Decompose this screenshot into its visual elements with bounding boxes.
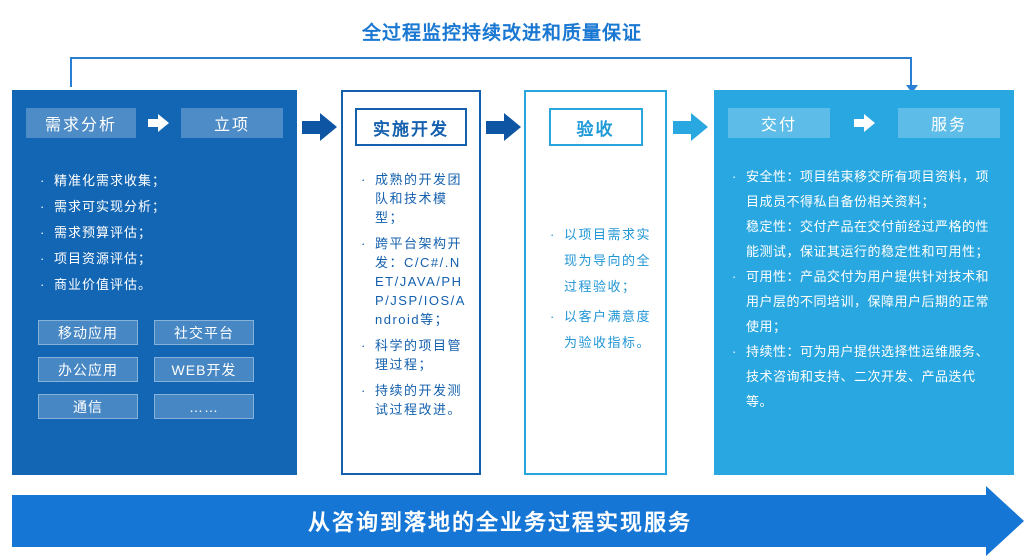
bullet-text: 项目资源评估；	[54, 251, 153, 266]
bullet-dot: ·	[732, 169, 737, 184]
bullet-text: 成熟的开发团队和技术模型；	[375, 172, 463, 225]
application-tag-grid: 移动应用 社交平台 办公应用 WEB开发 通信 ……	[38, 320, 297, 419]
list-item: · 需求预算评估；	[40, 220, 279, 246]
list-item: · 安全性：项目结束移交所有项目资料，项目成员不得私自备份相关资料；	[732, 164, 1000, 214]
delivery-header-row: 交付 服务	[714, 90, 1014, 138]
banner-arrowhead-icon	[986, 486, 1024, 556]
tag-mobile-app: 移动应用	[38, 320, 138, 345]
bracket-down-arrow-icon	[906, 85, 918, 93]
bullet-text: 需求预算评估；	[54, 225, 153, 240]
bullet-text: 跨平台架构开发：C/C#/.NET/JAVA/PHP/JSP/IOS/Andro…	[375, 236, 466, 327]
right-arrow-icon	[148, 114, 169, 132]
bullet-dot	[732, 214, 746, 264]
bullet-text: 需求可实现分析；	[54, 199, 167, 214]
list-item: 稳定性：交付产品在交付前经过严格的性能测试，保证其运行的稳定性和可用性；	[732, 214, 1000, 264]
development-bullet-list: · 成熟的开发团队和技术模型； · 跨平台架构开发：C/C#/.NET/JAVA…	[343, 170, 479, 419]
bullet-text: 可用性：产品交付为用户提供针对技术和用户层的不同培训，保障用户后期的正常使用；	[746, 269, 990, 334]
bullet-dot: ·	[550, 309, 556, 324]
bullet-dot: ·	[550, 227, 556, 242]
bullet-dot: ·	[40, 199, 46, 214]
panel-acceptance: 验收 · 以项目需求实现为导向的全过程验收； · 以客户满意度为验收指标。	[524, 90, 667, 475]
bullet-dot: ·	[40, 277, 46, 292]
requirements-bullet-list: · 精准化需求收集； · 需求可实现分析； · 需求预算评估； · 项目资源评估…	[12, 168, 297, 298]
requirements-analysis-badge: 需求分析	[26, 108, 136, 138]
bullet-text: 以客户满意度为验收指标。	[564, 309, 652, 350]
acceptance-bullet-list: · 以项目需求实现为导向的全过程验收； · 以客户满意度为验收指标。	[526, 222, 665, 356]
bullet-text: 稳定性：交付产品在交付前经过严格的性能测试，保证其运行的稳定性和可用性；	[746, 219, 990, 259]
bullet-dot: ·	[732, 344, 737, 359]
bullet-text: 安全性：项目结束移交所有项目资料，项目成员不得私自备份相关资料；	[746, 169, 990, 209]
list-item: · 精准化需求收集；	[40, 168, 279, 194]
bullet-dot: ·	[361, 383, 367, 398]
bullet-dot: ·	[361, 172, 367, 187]
bullet-dot: ·	[40, 225, 46, 240]
bullet-text: 持续性：可为用户提供选择性运维服务、技术咨询和支持、二次开发、产品迭代等。	[746, 344, 990, 409]
bullet-dot: ·	[732, 269, 737, 284]
acceptance-header-box: 验收	[548, 108, 643, 146]
bottom-banner-arrow: 从咨询到落地的全业务过程实现服务	[12, 486, 1024, 556]
bullet-text: 以项目需求实现为导向的全过程验收；	[564, 227, 652, 294]
tag-web-dev: WEB开发	[154, 357, 254, 382]
tag-office-app: 办公应用	[38, 357, 138, 382]
list-item: · 以客户满意度为验收指标。	[550, 304, 651, 356]
list-item: · 持续性：可为用户提供选择性运维服务、技术咨询和支持、二次开发、产品迭代等。	[732, 339, 1000, 414]
bullet-text: 精准化需求收集；	[54, 173, 167, 188]
bullet-dot: ·	[40, 251, 46, 266]
requirements-header-row: 需求分析 立项	[12, 90, 297, 138]
list-item: · 项目资源评估；	[40, 246, 279, 272]
panel-development: 实施开发 · 成熟的开发团队和技术模型； · 跨平台架构开发：C/C#/.NET…	[341, 90, 481, 475]
delivery-bullet-list: · 安全性：项目结束移交所有项目资料，项目成员不得私自备份相关资料； 稳定性：交…	[714, 164, 1014, 414]
bullet-text: 科学的项目管理过程；	[375, 338, 463, 372]
tag-communication: 通信	[38, 394, 138, 419]
bullet-text: 持续的开发测试过程改进。	[375, 383, 463, 417]
flow-arrow-icon	[673, 113, 708, 141]
project-initiation-badge: 立项	[181, 108, 283, 138]
monitoring-bracket-line	[70, 57, 912, 87]
flow-arrow-icon	[486, 113, 521, 141]
right-arrow-icon	[853, 114, 875, 132]
tag-more: ……	[154, 394, 254, 419]
banner-label: 从咨询到落地的全业务过程实现服务	[307, 510, 692, 535]
diagram-title: 全过程监控持续改进和质量保证	[361, 23, 642, 44]
flow-arrow-icon	[302, 113, 337, 141]
list-item: · 可用性：产品交付为用户提供针对技术和用户层的不同培训，保障用户后期的正常使用…	[732, 264, 1000, 339]
bullet-dot: ·	[361, 338, 367, 353]
list-item: · 成熟的开发团队和技术模型；	[361, 170, 467, 227]
list-item: · 持续的开发测试过程改进。	[361, 381, 467, 419]
list-item: · 跨平台架构开发：C/C#/.NET/JAVA/PHP/JSP/IOS/And…	[361, 234, 467, 329]
panel-requirements: 需求分析 立项 · 精准化需求收集； · 需求可实现分析； · 需求预算评估； …	[12, 90, 297, 475]
delivery-badge: 交付	[728, 108, 830, 138]
bullet-dot: ·	[361, 236, 367, 251]
development-header-box: 实施开发	[355, 108, 467, 146]
list-item: · 科学的项目管理过程；	[361, 336, 467, 374]
bullet-dot: ·	[40, 173, 46, 188]
tag-social-platform: 社交平台	[154, 320, 254, 345]
panel-delivery: 交付 服务 · 安全性：项目结束移交所有项目资料，项目成员不得私自备份相关资料；…	[714, 90, 1014, 475]
banner-body: 从咨询到落地的全业务过程实现服务	[12, 495, 988, 547]
service-badge: 服务	[898, 108, 1000, 138]
bullet-text: 商业价值评估。	[54, 277, 153, 292]
list-item: · 需求可实现分析；	[40, 194, 279, 220]
list-item: · 商业价值评估。	[40, 272, 279, 298]
list-item: · 以项目需求实现为导向的全过程验收；	[550, 222, 651, 300]
